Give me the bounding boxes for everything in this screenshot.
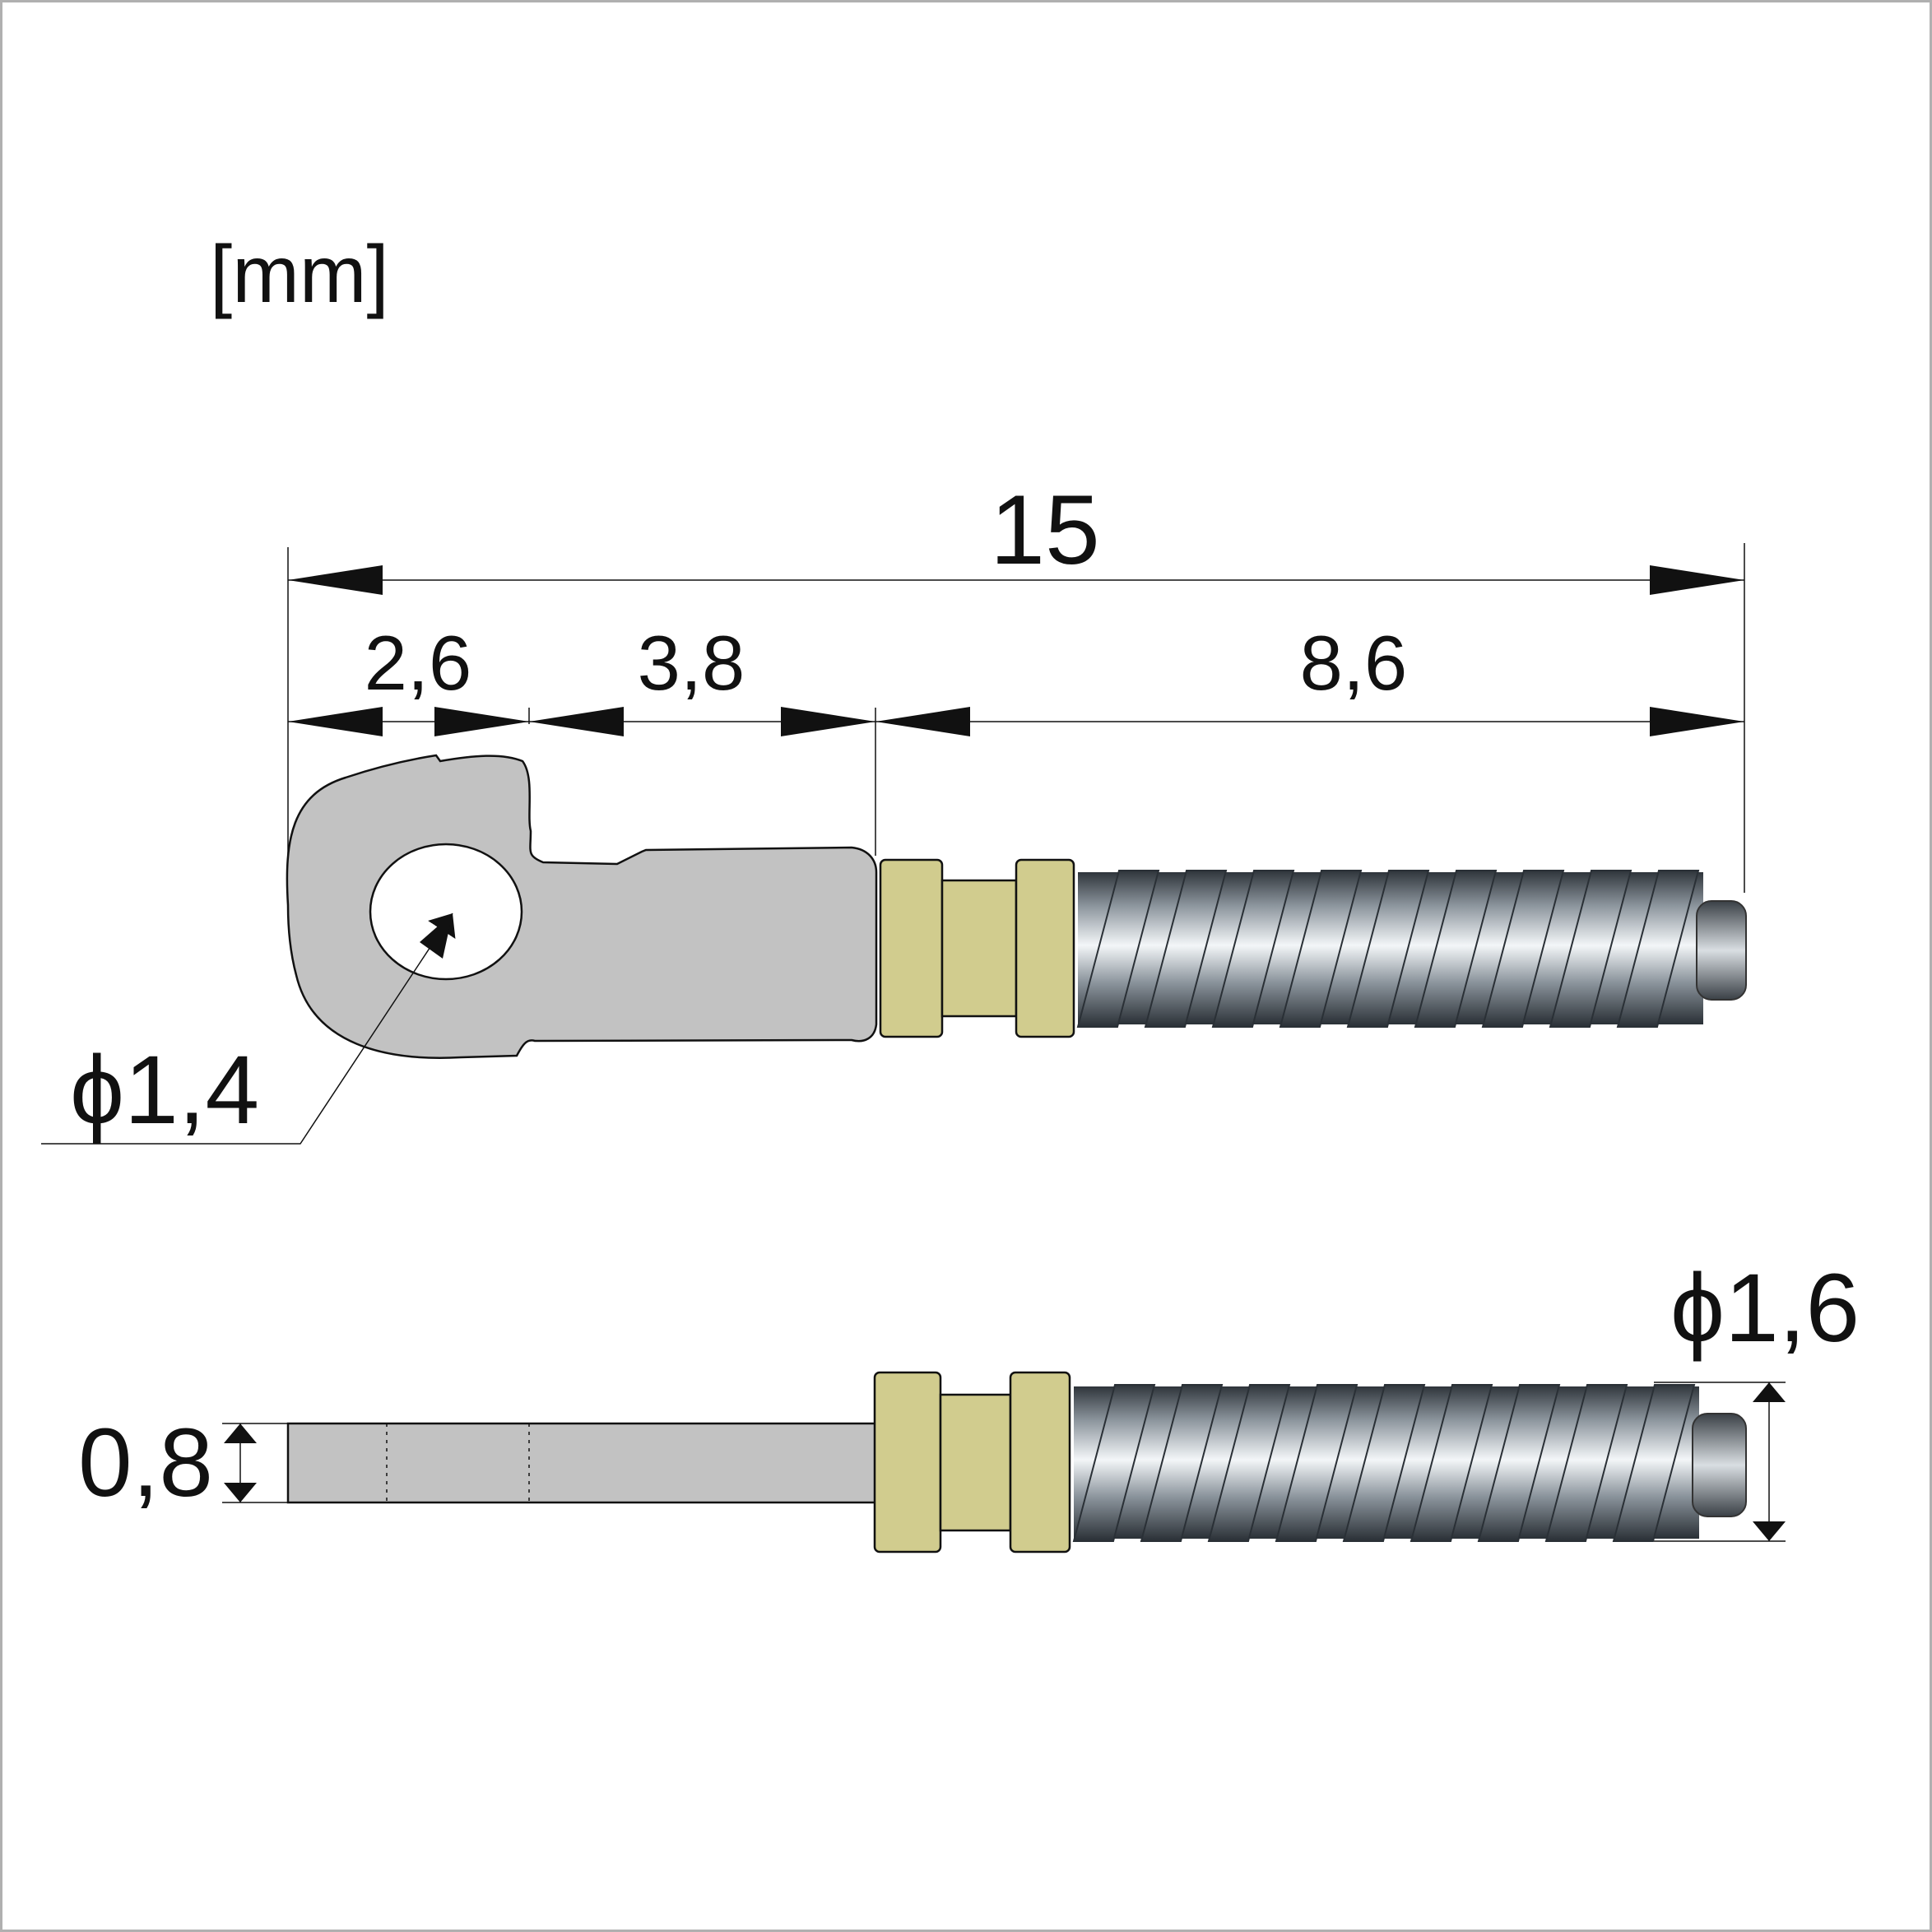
dim-shank-section: 3,8: [638, 620, 745, 706]
thread-ridge: [1544, 1384, 1628, 1542]
top-view: 15 2,6 3,8 8,6 ϕ1,4: [41, 475, 1747, 1145]
eye-plate: [286, 754, 878, 1059]
thread-ridge: [1346, 870, 1430, 1028]
side-view: 0,8 ϕ1,6: [78, 1254, 1860, 1553]
dim-thread-section: 8,6: [1300, 620, 1408, 706]
thread-top: [1076, 870, 1747, 1028]
eye-hole: [369, 843, 523, 981]
dim-thread-diameter: ϕ1,6: [1670, 1254, 1860, 1363]
dim-hole-diameter: ϕ1,4: [70, 1036, 259, 1145]
thread-ridge: [1072, 1384, 1156, 1542]
thread-ridge: [1549, 870, 1632, 1028]
thread-ridge: [1481, 870, 1565, 1028]
dim-thickness: 0,8: [78, 1409, 213, 1517]
thread-side: [1072, 1384, 1747, 1542]
thread-ridge: [1410, 1384, 1493, 1542]
thread-ridge: [1140, 1384, 1224, 1542]
hole-leader: [41, 913, 456, 1145]
side-plate: [286, 1422, 878, 1504]
thread-ridge: [1207, 1384, 1291, 1542]
thread-ridge: [1612, 1384, 1696, 1542]
hole-leader-arrow: [420, 913, 453, 959]
thread-ridge: [1414, 870, 1498, 1028]
thread-ridge: [1275, 1384, 1358, 1542]
thread-ridge: [1279, 870, 1363, 1028]
thread-ridge: [1616, 870, 1700, 1028]
collar-side: [873, 1371, 1071, 1553]
dim-eye-section: 2,6: [365, 620, 472, 706]
dim-total-length: 15: [990, 475, 1099, 585]
units-label: [mm]: [210, 229, 389, 319]
thread-ridge: [1211, 870, 1295, 1028]
thread-ridge: [1342, 1384, 1426, 1542]
thread-ridge: [1144, 870, 1228, 1028]
thread-ridge: [1076, 870, 1160, 1028]
collar-top: [879, 858, 1075, 1038]
thread-ridge: [1477, 1384, 1561, 1542]
